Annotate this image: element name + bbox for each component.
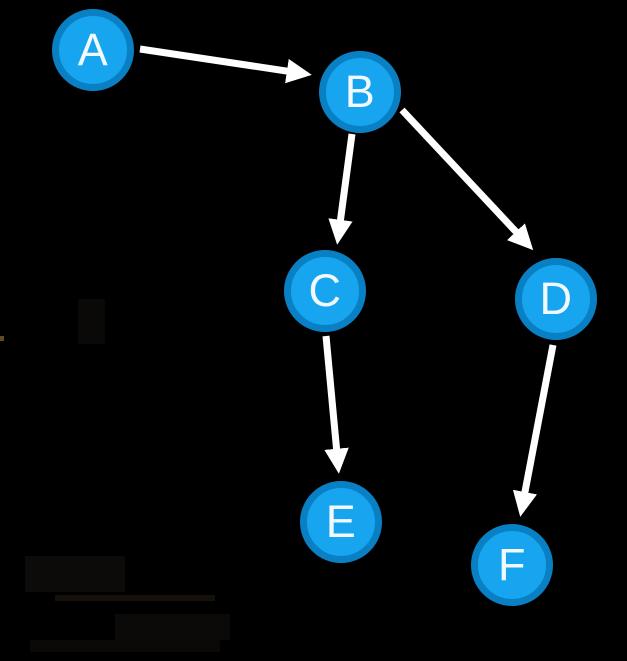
background-artifact xyxy=(115,614,230,640)
node-label-e: E xyxy=(325,495,357,547)
edge-arrow-a-to-b xyxy=(139,45,312,84)
background-artifact xyxy=(55,595,215,601)
node-label-f: F xyxy=(498,538,526,590)
edge-arrow-c-to-e xyxy=(322,335,349,474)
node-label-c: C xyxy=(308,264,342,316)
graph-node-a[interactable]: A xyxy=(52,9,134,91)
node-label-d: D xyxy=(539,272,573,324)
background-artifact xyxy=(78,299,105,344)
node-label-b: B xyxy=(344,65,376,117)
edge-arrow-b-to-d xyxy=(399,107,534,251)
node-label-a: A xyxy=(77,23,109,75)
background-artifact xyxy=(30,640,220,652)
graph-node-b[interactable]: B xyxy=(319,51,401,133)
graph-node-c[interactable]: C xyxy=(284,250,366,332)
graph-node-e[interactable]: E xyxy=(300,481,382,563)
graph-node-f[interactable]: F xyxy=(471,524,553,606)
edge-arrow-d-to-f xyxy=(512,344,557,517)
background-artifact xyxy=(25,556,125,592)
background-artifact xyxy=(0,336,4,341)
graph-node-d[interactable]: D xyxy=(515,258,597,340)
edge-arrow-b-to-c xyxy=(328,133,356,245)
